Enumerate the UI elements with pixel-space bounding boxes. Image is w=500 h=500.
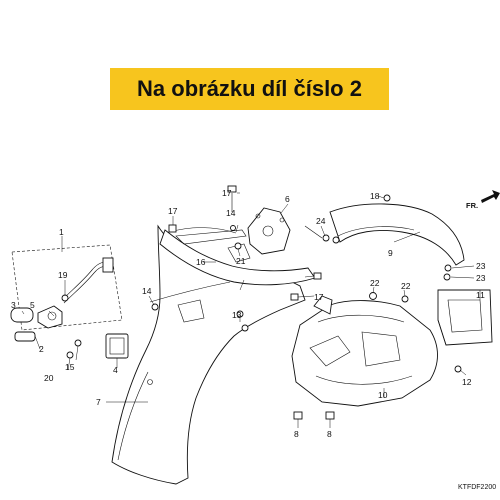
front-direction-label: FR. — [466, 201, 478, 210]
banner-text: Na obrázku díl číslo 2 — [137, 76, 362, 101]
callout-15: 15 — [65, 362, 75, 372]
taillight-connector — [102, 257, 114, 273]
callout-20: 20 — [44, 373, 54, 383]
callout-23-lower: 23 — [476, 273, 486, 283]
hugger-body — [329, 203, 465, 266]
callout-22-left: 22 — [370, 278, 380, 288]
callout-21: 21 — [236, 256, 246, 266]
taillight-lens — [10, 307, 34, 323]
bracket-body — [247, 207, 291, 255]
front-arrow-icon — [481, 190, 500, 203]
callout-22-right: 22 — [401, 281, 411, 291]
callout-7: 7 — [96, 397, 101, 407]
callout-8-right: 8 — [327, 429, 332, 439]
bracket-6 — [247, 203, 291, 255]
bracket-11 — [437, 289, 493, 346]
callout-17-right: 17 — [314, 292, 324, 302]
taillight-assembly — [10, 236, 123, 371]
fender-vent — [177, 299, 205, 323]
callout-14-lower: 14 — [142, 286, 152, 296]
license-light-body — [105, 333, 129, 359]
callout-3: 3 — [11, 300, 16, 310]
callout-17-top: 17 — [222, 188, 232, 198]
callout-6: 6 — [285, 194, 290, 204]
callout-8-left: 8 — [294, 429, 299, 439]
callout-17-left: 17 — [168, 206, 178, 216]
callout-1: 1 — [59, 227, 64, 237]
callout-11: 11 — [476, 290, 485, 300]
callout-5: 5 — [30, 300, 35, 310]
callout-10: 10 — [378, 390, 388, 400]
diagram-code: KTFDF2200 — [458, 484, 496, 491]
callout-13: 13 — [232, 310, 242, 320]
bulb-socket — [37, 305, 63, 329]
front-direction-indicator: FR. — [466, 190, 500, 210]
callout-9: 9 — [388, 248, 393, 258]
license-light — [105, 333, 129, 368]
leader-lines — [21, 224, 481, 403]
inner-fender-10 — [291, 295, 438, 407]
bracket-11-body — [437, 289, 493, 346]
callout-18: 18 — [370, 191, 380, 201]
rear-fender-assembly — [111, 224, 306, 485]
callout-2: 2 — [39, 344, 44, 354]
callout-23-upper: 23 — [476, 261, 486, 271]
callout-14-upper: 14 — [226, 208, 236, 218]
callout-24: 24 — [316, 216, 326, 226]
rear-hugger-9 — [329, 203, 465, 266]
callout-numbers: 1 2 3 4 5 6 7 8 8 9 10 11 12 13 14 14 15… — [11, 188, 486, 439]
callout-19: 19 — [58, 270, 68, 280]
callout-4: 4 — [113, 365, 118, 375]
taillight-group-box — [11, 244, 123, 331]
fasteners — [151, 185, 462, 428]
callout-12: 12 — [462, 377, 472, 387]
callout-16: 16 — [196, 257, 206, 267]
reflector-part-2 — [14, 331, 36, 342]
part-number-banner: Na obrázku díl číslo 2 — [110, 68, 389, 110]
